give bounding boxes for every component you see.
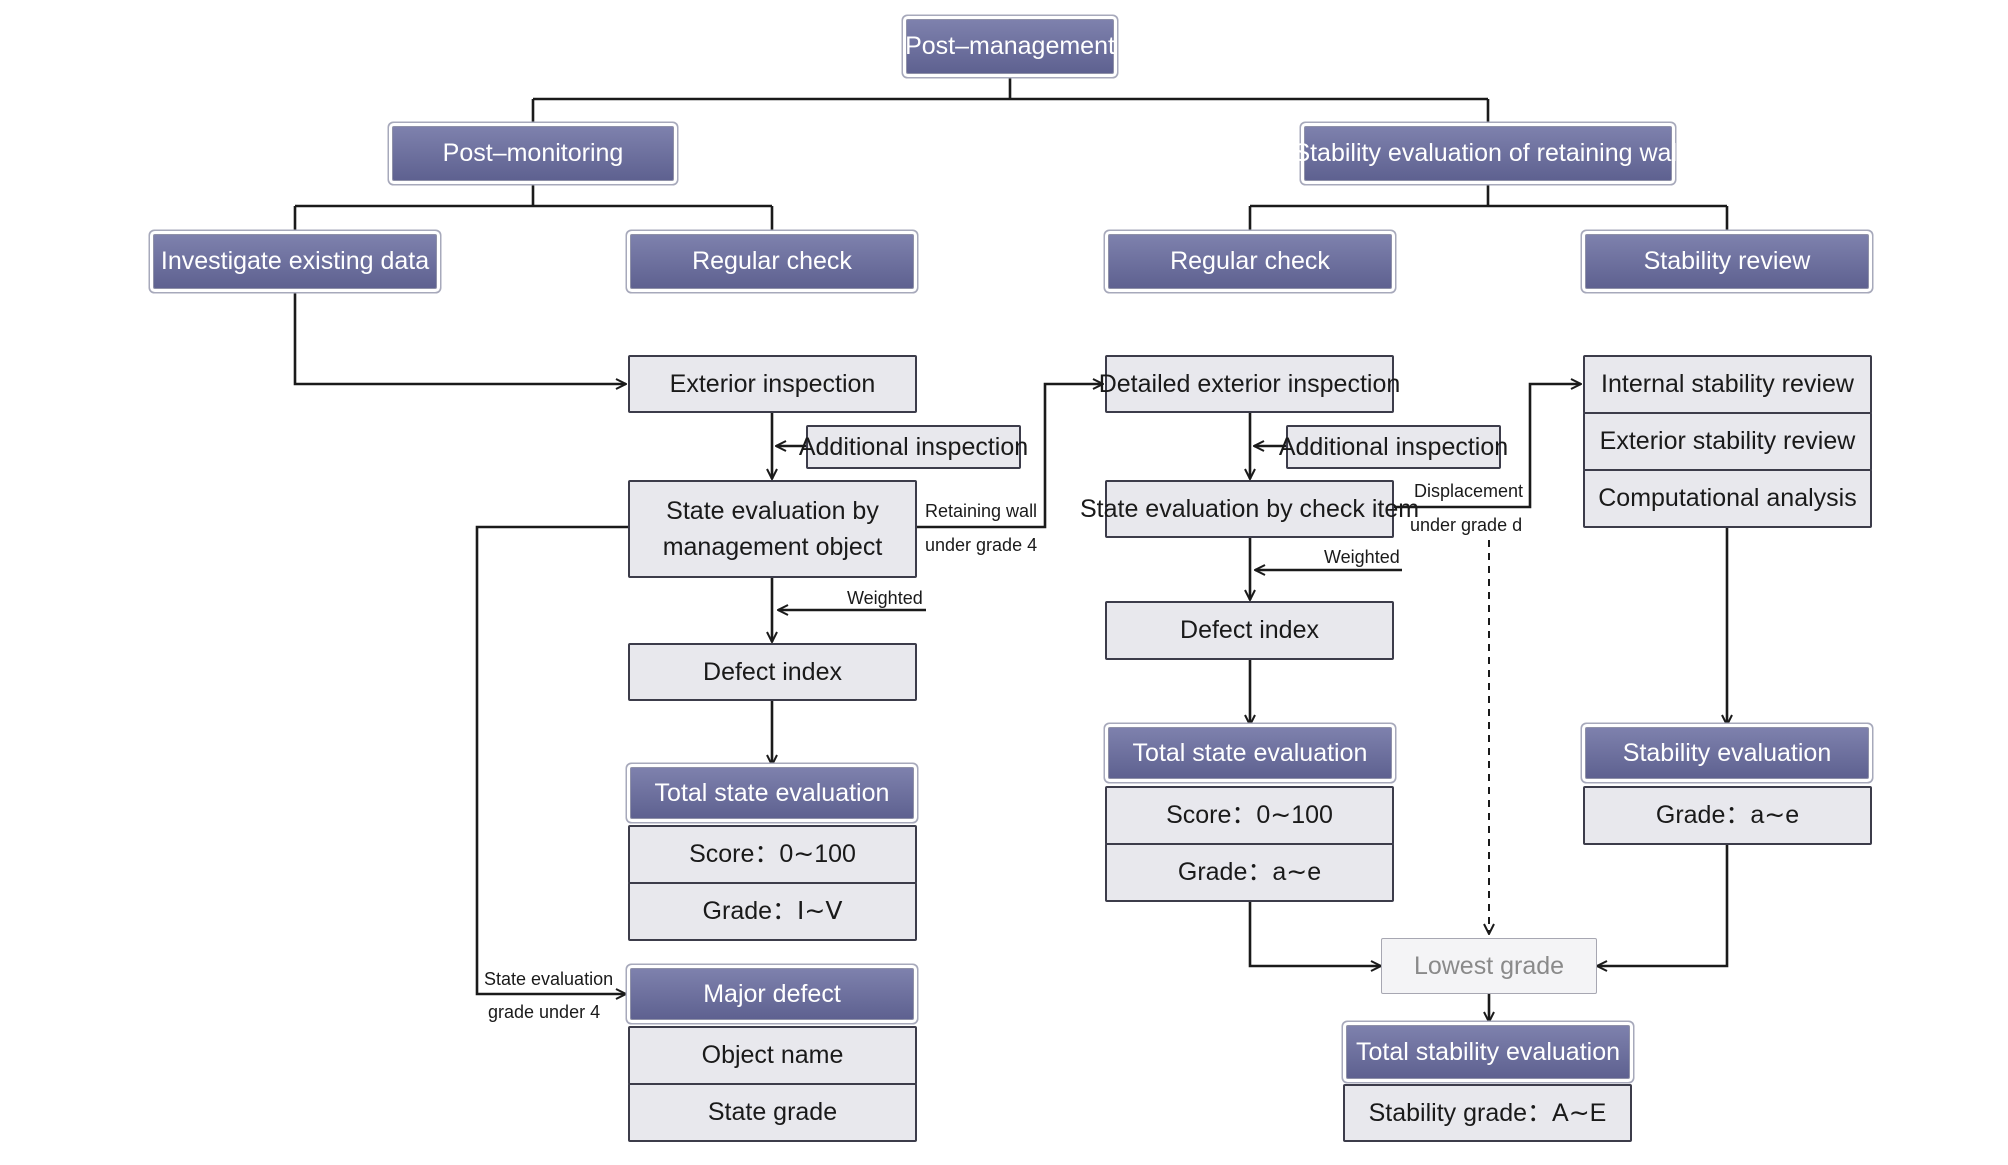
major-defect-node: Major defect xyxy=(630,968,914,1020)
connector-displacement xyxy=(1392,384,1581,509)
defect-index-right-node: Defect index xyxy=(1105,601,1394,660)
state-evaluation-management-line2: management object xyxy=(662,533,883,561)
defect-index-left-node: Defect index xyxy=(628,643,917,701)
regular-check-left-node: Regular check xyxy=(630,234,914,289)
total-state-evaluation-right-node: Total state evaluation xyxy=(1108,727,1392,779)
lowest-grade-node: Lowest grade xyxy=(1381,938,1597,994)
state-evaluation-check-item-node: State evaluation by check item xyxy=(1080,480,1419,538)
retaining-wall-label-line1: Retaining wall xyxy=(925,501,1038,521)
exterior-stability-review-node: Exterior stability review xyxy=(1583,412,1872,471)
connector-stability-grade-to-lowest xyxy=(1597,845,1729,966)
exterior-inspection-node: Exterior inspection xyxy=(628,355,917,413)
stability-review-node: Stability review xyxy=(1585,234,1869,289)
connector-stability-wall xyxy=(1248,182,1729,232)
post-monitoring-node: Post–monitoring xyxy=(392,126,674,181)
total-stability-evaluation-node: Total stability evaluation xyxy=(1346,1025,1630,1079)
state-evaluation-management-line1: State evaluation by xyxy=(666,496,879,525)
state-grade-node: State grade xyxy=(628,1083,917,1142)
object-name-node: Object name xyxy=(628,1026,917,1085)
regular-check-right-node: Regular check xyxy=(1108,234,1392,289)
score-right-node: Score：0∼100 xyxy=(1105,786,1394,845)
internal-stability-review-node: Internal stability review xyxy=(1583,355,1872,414)
connector-investigate-to-exterior xyxy=(293,290,626,384)
displacement-label-line2: under grade d xyxy=(1410,515,1523,535)
retaining-wall-label-line2: under grade 4 xyxy=(925,535,1038,555)
detailed-exterior-inspection-node: Detailed exterior inspection xyxy=(1099,355,1400,413)
stability-grade-node: Stability grade：A∼E xyxy=(1343,1084,1632,1142)
post-management-node: Post–management xyxy=(905,19,1115,74)
total-state-evaluation-left-node: Total state evaluation xyxy=(630,767,914,819)
computational-analysis-node: Computational analysis xyxy=(1583,469,1872,528)
stability-evaluation-wall-node: Stability evaluation of retaining wall xyxy=(1293,126,1683,181)
grade-ae-stability-node: Grade：a∼e xyxy=(1583,786,1872,845)
grade-ae-node: Grade：a∼e xyxy=(1105,843,1394,902)
state-evaluation-management-node: State evaluation by management object xyxy=(628,480,917,578)
stability-evaluation-node: Stability evaluation xyxy=(1585,727,1869,779)
grade-roman-node: Grade：Ⅰ∼Ⅴ xyxy=(628,882,917,941)
weighted-left-label: Weighted xyxy=(847,588,923,608)
connector-retaining-wall xyxy=(917,384,1103,529)
connector-grade-right-to-lowest xyxy=(1248,902,1381,966)
additional-inspection-right-node: Additional inspection xyxy=(1279,425,1508,469)
investigate-data-node: Investigate existing data xyxy=(153,234,437,289)
weighted-right-label: Weighted xyxy=(1324,547,1400,567)
score-left-node: Score：0∼100 xyxy=(628,825,917,884)
displacement-label-line1: Displacement xyxy=(1414,481,1524,501)
state-eval-grade-label-line1: State evaluation xyxy=(484,969,614,989)
connector-root xyxy=(531,74,1490,124)
connector-state-eval-to-major xyxy=(475,525,628,994)
connector-post-monitoring xyxy=(293,182,774,232)
state-eval-grade-label-line2: grade under 4 xyxy=(488,1002,601,1022)
additional-inspection-left-node: Additional inspection xyxy=(799,425,1028,469)
